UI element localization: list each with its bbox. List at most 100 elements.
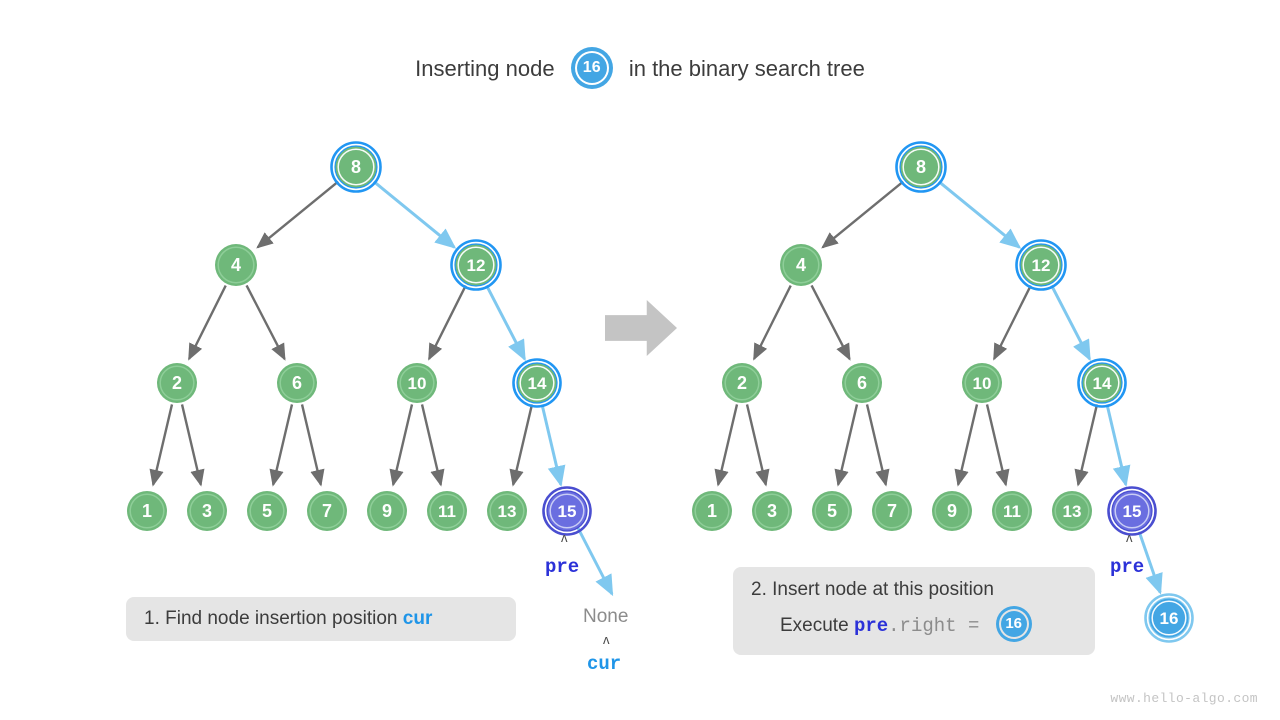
- tree-edge: [821, 180, 904, 249]
- caption-step-2: 2. Insert node at this position Execute …: [733, 567, 1095, 655]
- tree-node-15[interactable]: 15: [542, 486, 592, 536]
- tree-edge: [954, 404, 979, 487]
- tree-edge: [485, 284, 526, 362]
- tree-node-label: 13: [1063, 502, 1082, 521]
- page-title: Inserting node 16 in the binary search t…: [0, 51, 1280, 86]
- tree-edge: [256, 180, 339, 249]
- tree-edge: [834, 404, 859, 487]
- tree-node-label: 1: [142, 501, 152, 521]
- edges-layer: [149, 180, 1163, 597]
- tree-node-3[interactable]: 3: [187, 491, 227, 531]
- tree-node-5[interactable]: 5: [247, 491, 287, 531]
- tree-node-label: 8: [351, 157, 361, 177]
- tree-node-label: 11: [1003, 502, 1021, 521]
- tree-node-label: 15: [1123, 502, 1142, 521]
- tree-edge: [540, 404, 566, 488]
- tree-node-10[interactable]: 10: [962, 363, 1002, 403]
- tree-node-label: 9: [382, 501, 392, 521]
- caption-step-2-pre: pre: [853, 615, 889, 638]
- tree-edge: [714, 404, 739, 487]
- tree-edge: [745, 404, 770, 487]
- tree-node-label: 3: [202, 501, 212, 521]
- tree-node-3[interactable]: 3: [752, 491, 792, 531]
- tree-edge: [245, 284, 286, 361]
- tree-node-8[interactable]: 8: [895, 141, 947, 193]
- tree-edge: [389, 404, 414, 487]
- tree-node-label: 4: [231, 255, 241, 275]
- tree-edge: [1105, 404, 1131, 488]
- tree-node-9[interactable]: 9: [932, 491, 972, 531]
- caption-step-2-chip: 16: [998, 609, 1029, 639]
- tree-node-13[interactable]: 13: [487, 491, 527, 531]
- tree-node-label: 13: [498, 502, 517, 521]
- tree-node-12[interactable]: 12: [1015, 239, 1067, 291]
- right-pre-label: pre: [1110, 556, 1145, 578]
- caption-step-2-line2: Execute pre.right = 16: [751, 609, 1095, 641]
- caption-step-2-line1: 2. Insert node at this position: [751, 579, 994, 600]
- title-node-chip: 16: [574, 51, 609, 85]
- tree-node-label: 8: [916, 157, 926, 177]
- tree-node-label: 14: [528, 374, 547, 393]
- left-pre-label: pre: [545, 556, 580, 578]
- tree-node-10[interactable]: 10: [397, 363, 437, 403]
- transition-arrow-icon: [605, 300, 677, 356]
- tree-node-13[interactable]: 13: [1052, 491, 1092, 531]
- tree-node-label: 2: [737, 373, 747, 393]
- title-text-after: in the binary search tree: [628, 56, 865, 81]
- tree-edge: [810, 284, 851, 361]
- tree-edge: [300, 404, 325, 487]
- tree-node-11[interactable]: 11: [427, 491, 467, 531]
- tree-edge: [509, 404, 534, 487]
- tree-node-16[interactable]: 16: [1144, 593, 1194, 643]
- tree-node-14[interactable]: 14: [1077, 358, 1127, 408]
- tree-edge: [372, 180, 457, 249]
- tree-edge: [993, 285, 1032, 361]
- tree-node-1[interactable]: 1: [692, 491, 732, 531]
- watermark: www.hello-algo.com: [1110, 691, 1258, 706]
- tree-node-6[interactable]: 6: [842, 363, 882, 403]
- caption-step-1-text: 1. Find node insertion position: [144, 608, 398, 629]
- tree-node-9[interactable]: 9: [367, 491, 407, 531]
- tree-node-4[interactable]: 4: [780, 244, 822, 286]
- tree-node-7[interactable]: 7: [872, 491, 912, 531]
- tree-edge: [985, 404, 1010, 487]
- tree-edge: [1050, 284, 1091, 362]
- caption-step-1: 1. Find node insertion position cur: [126, 597, 516, 641]
- tree-node-1[interactable]: 1: [127, 491, 167, 531]
- tree-edge: [1137, 531, 1163, 595]
- tree-edge: [753, 285, 792, 361]
- tree-edge: [149, 404, 174, 487]
- dangling-null-edge: [576, 527, 614, 597]
- tree-node-5[interactable]: 5: [812, 491, 852, 531]
- tree-node-14[interactable]: 14: [512, 358, 562, 408]
- tree-node-12[interactable]: 12: [450, 239, 502, 291]
- caption-step-2-field: .right =: [888, 615, 980, 638]
- tree-edge: [865, 404, 890, 487]
- left-cur-caret: ʌ: [603, 632, 610, 647]
- tree-node-label: 12: [467, 256, 486, 275]
- tree-node-label: 1: [707, 501, 717, 521]
- tree-node-label: 3: [767, 501, 777, 521]
- tree-node-7[interactable]: 7: [307, 491, 347, 531]
- tree-node-4[interactable]: 4: [215, 244, 257, 286]
- tree-node-label: 14: [1093, 374, 1112, 393]
- tree-node-15[interactable]: 15: [1107, 486, 1157, 536]
- tree-node-label: 11: [438, 502, 456, 521]
- tree-node-label: 12: [1032, 256, 1051, 275]
- tree-edge: [188, 285, 227, 361]
- left-none-label: None: [583, 606, 629, 627]
- tree-node-2[interactable]: 2: [157, 363, 197, 403]
- tree-edge: [420, 404, 445, 487]
- tree-node-label: 5: [827, 501, 837, 521]
- tree-node-label: 6: [292, 373, 302, 393]
- tree-node-8[interactable]: 8: [330, 141, 382, 193]
- caption-step-2-execute: Execute: [780, 615, 849, 637]
- tree-node-11[interactable]: 11: [992, 491, 1032, 531]
- tree-node-6[interactable]: 6: [277, 363, 317, 403]
- tree-node-label: 15: [558, 502, 577, 521]
- tree-edge: [180, 404, 205, 487]
- title-text-before: Inserting node: [415, 56, 555, 81]
- tree-node-label: 9: [947, 501, 957, 521]
- tree-node-2[interactable]: 2: [722, 363, 762, 403]
